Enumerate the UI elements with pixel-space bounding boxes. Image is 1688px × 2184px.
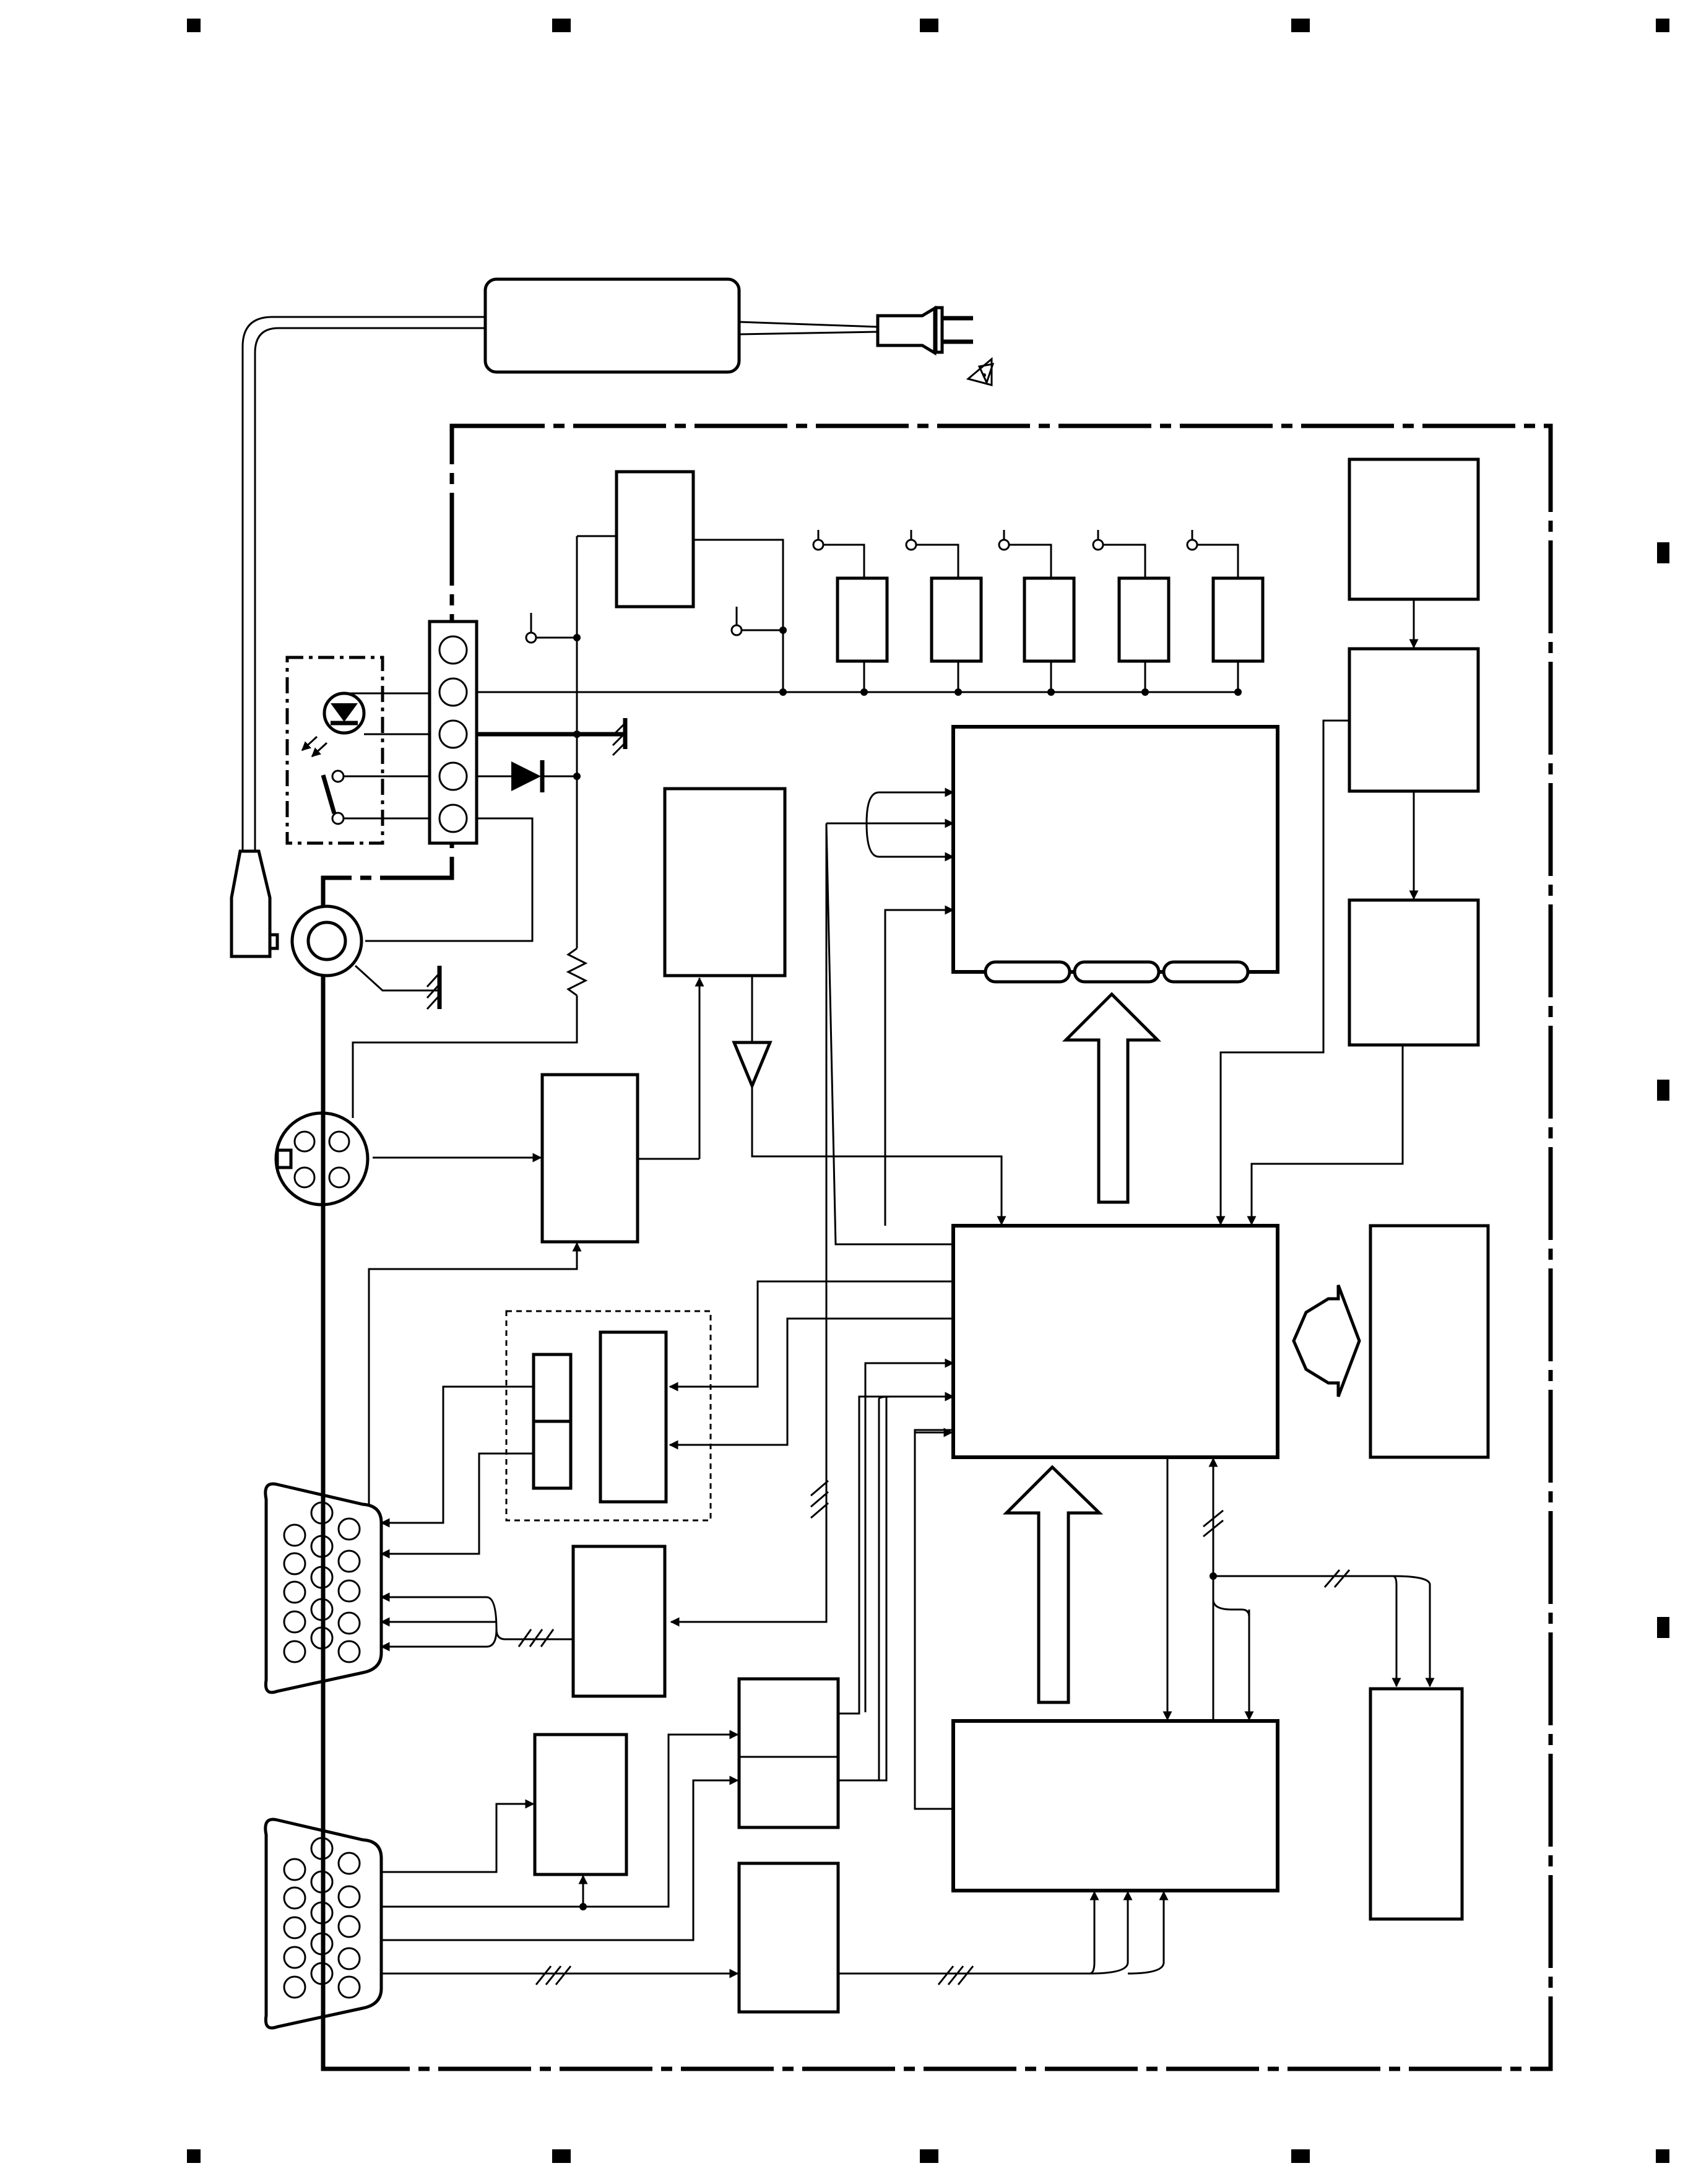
vga-output-buffer-unit <box>505 1310 712 1522</box>
ground-icon <box>426 966 442 1010</box>
ac-adapter-assembly <box>230 277 995 958</box>
registration-mark-icon <box>187 2149 201 2163</box>
ac-plug-icon <box>876 305 973 356</box>
scaler-section <box>838 1719 1279 1985</box>
bus-arrow-icon <box>1292 1285 1361 1397</box>
adapter-cable <box>241 316 485 856</box>
switch-icon <box>321 769 345 825</box>
bus-arrow-icon <box>1002 1465 1104 1704</box>
dc-jack-icon <box>268 904 363 977</box>
regulator-block <box>1117 576 1171 663</box>
block-right-upper <box>1348 647 1480 793</box>
s-video-interface-block <box>540 1073 639 1244</box>
registration-mark-icon <box>1291 19 1310 32</box>
lcd-panel-block <box>951 725 1279 974</box>
registration-mark-icon <box>1656 19 1669 32</box>
registration-mark-icon <box>1657 1617 1669 1638</box>
adc-block <box>737 1861 840 2014</box>
buffer-triangle-icon <box>732 1041 773 1090</box>
registration-mark-icon <box>1657 1080 1669 1101</box>
led-icon <box>301 691 366 758</box>
dc-plug-body <box>230 849 272 958</box>
ac-adapter-icon <box>483 277 741 374</box>
memory-block <box>1369 1224 1490 1459</box>
block-right-middle <box>1348 898 1480 1047</box>
input-switch-block-upper <box>737 1677 840 1829</box>
registration-mark-icon <box>1291 2149 1310 2163</box>
registration-mark-icon <box>187 19 201 32</box>
ddc-block <box>533 1733 628 1876</box>
registration-mark-icon <box>552 19 571 32</box>
registration-mark-icon <box>920 2149 938 2163</box>
registration-marks <box>187 19 1669 2163</box>
block-right-lower <box>1369 1687 1464 1921</box>
sync-buffer-block <box>599 1330 668 1504</box>
registration-mark-icon <box>1657 542 1669 563</box>
right-column <box>1216 457 1490 1921</box>
power-input-section <box>268 535 783 1118</box>
regulator-section <box>615 470 1265 696</box>
regulator-block <box>615 470 695 609</box>
regulator-block <box>930 576 983 663</box>
display-section <box>826 725 1279 1226</box>
adapter-cable <box>254 327 485 856</box>
buffer-cell <box>532 1353 573 1423</box>
diode-icon <box>511 760 545 792</box>
regulator-block <box>1023 576 1076 663</box>
resistor-icon <box>566 947 588 997</box>
video-section <box>274 787 1006 1244</box>
registration-mark-icon <box>1656 2149 1669 2163</box>
main-controller-block <box>951 1224 1279 1459</box>
vga-output-section <box>264 1242 712 1698</box>
safety-warning-icon <box>966 357 995 386</box>
regulator-block <box>1211 576 1265 663</box>
block-top-right <box>1348 457 1480 601</box>
regulator-block <box>836 576 889 663</box>
buffer-cell <box>532 1419 573 1490</box>
led-switch-unit <box>285 656 384 845</box>
bus-arrow-icon <box>1062 992 1162 1204</box>
registration-mark-icon <box>552 2149 571 2163</box>
ground-icon <box>612 718 628 756</box>
registration-mark-icon <box>920 19 938 32</box>
rgb-driver-block <box>571 1545 667 1698</box>
main-controller <box>669 823 1435 1810</box>
video-decoder-block <box>663 787 787 977</box>
scaler-block <box>951 1719 1279 1892</box>
vga-input-section <box>264 1677 840 2030</box>
